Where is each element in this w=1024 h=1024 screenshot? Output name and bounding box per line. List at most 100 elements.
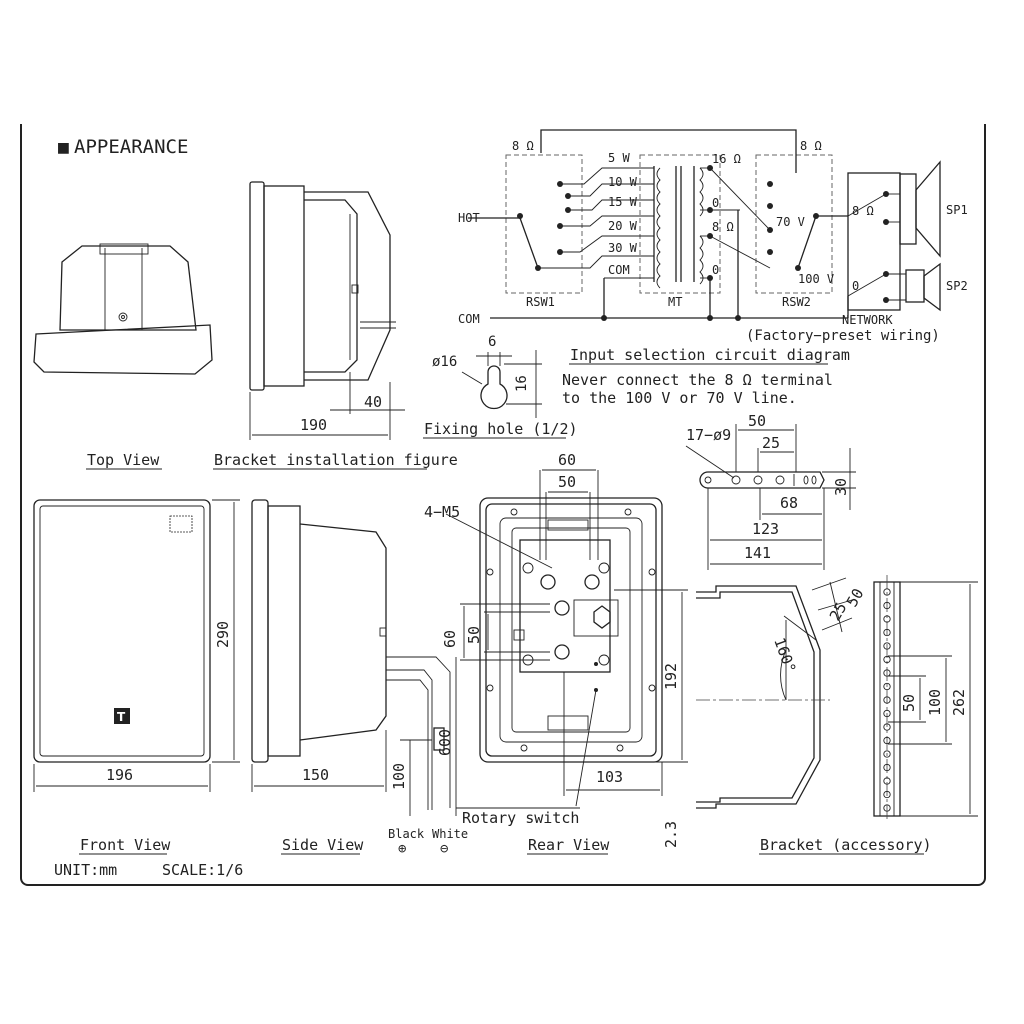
- label-com-tap: COM: [608, 263, 630, 277]
- side-view-drawing: [251, 499, 457, 816]
- strip-hole: [883, 804, 891, 812]
- strip-hole: [883, 669, 891, 677]
- label-rotary-switch: Rotary switch: [462, 809, 579, 827]
- strip-hole: [883, 736, 891, 745]
- wire-minus-icon: ⊖: [440, 841, 449, 857]
- warning-line-2: to the 100 V or 70 V line.: [562, 389, 797, 407]
- strip-hole: [883, 682, 891, 691]
- label-hot: HOT: [458, 211, 480, 225]
- dim-front-290: 290: [214, 621, 232, 648]
- dim-bar-68: 68: [780, 494, 798, 512]
- label-zero-1: 0: [712, 196, 719, 210]
- strip-hole: [883, 628, 891, 637]
- bracket-install-drawing: [249, 181, 405, 440]
- circuit-diagram: [468, 129, 941, 321]
- top-view-drawing: [33, 243, 213, 375]
- scale-label: SCALE:1/6: [162, 861, 243, 879]
- wire-white-label: White: [432, 827, 468, 841]
- bracket-strip-holes: [883, 588, 891, 812]
- strip-hole: [883, 642, 891, 650]
- front-view-drawing: T: [33, 499, 240, 792]
- label-10w: 10 W: [608, 175, 638, 189]
- label-8ohm-right: 8 Ω: [800, 139, 822, 153]
- side-view-caption: Side View: [282, 836, 364, 854]
- bracket-accessory-drawing: [696, 575, 978, 822]
- label-sp2: SP2: [946, 279, 968, 293]
- dim-bar-50: 50: [748, 412, 766, 430]
- label-100v: 100 V: [798, 272, 834, 286]
- strip-hole: [883, 696, 891, 704]
- label-rsw2: RSW2: [782, 295, 811, 309]
- title-marker: ■: [58, 137, 69, 158]
- dim-bar-123: 123: [752, 520, 779, 538]
- bracket-install-caption: Bracket installation figure: [214, 451, 458, 469]
- dim-front-196: 196: [106, 766, 133, 784]
- label-rsw1: RSW1: [526, 295, 555, 309]
- strip-hole: [883, 750, 891, 758]
- strip-hole: [883, 601, 891, 610]
- wire-black-label: Black: [388, 827, 425, 841]
- dim-side-150: 150: [302, 766, 329, 784]
- dim-rear-60-top: 60: [558, 451, 576, 469]
- dim-hole-dia: ø16: [432, 354, 457, 370]
- rear-view-drawing: [445, 469, 688, 809]
- dim-bracket-50b: 50: [900, 694, 918, 712]
- label-4m5: 4−M5: [424, 503, 460, 521]
- warning-line-1: Never connect the 8 Ω terminal: [562, 371, 833, 389]
- strip-hole: [883, 723, 891, 731]
- dim-rear-60-left: 60: [441, 630, 459, 648]
- strip-hole: [883, 615, 891, 623]
- label-zero-2: 0: [712, 263, 719, 277]
- bracket-caption: Bracket (accessory): [760, 836, 932, 854]
- dim-rear-50-top: 50: [558, 473, 576, 491]
- dim-cable-100: 100: [390, 763, 408, 790]
- dim-cable-600: 600: [436, 729, 454, 756]
- label-8ohm-left: 8 Ω: [512, 139, 534, 153]
- dim-rear-103: 103: [596, 768, 623, 786]
- fixing-hole-drawing: [461, 350, 542, 418]
- label-factory-preset: (Factory−preset wiring): [746, 328, 940, 344]
- wire-plus-icon: ⊕: [398, 841, 407, 857]
- dim-install-190: 190: [300, 416, 327, 434]
- label-17-holes: 17−ø9: [686, 426, 731, 444]
- label-zero-network: 0: [852, 279, 859, 293]
- label-70v: 70 V: [776, 215, 805, 229]
- label-16ohm: 16 Ω: [712, 152, 741, 166]
- strip-hole: [883, 709, 891, 718]
- bracket-bar-drawing: [685, 424, 856, 570]
- label-8ohm-network: 8 Ω: [852, 204, 874, 218]
- label-5w: 5 W: [608, 151, 630, 165]
- dim-install-40: 40: [364, 393, 382, 411]
- label-com: COM: [458, 312, 480, 326]
- label-8ohm-mid: 8 Ω: [712, 220, 734, 234]
- rear-view-caption: Rear View: [528, 836, 610, 854]
- unit-label: UNIT:mm: [54, 861, 117, 879]
- strip-hole: [883, 790, 891, 799]
- dim-hole-width: 6: [488, 334, 496, 350]
- svg-text:T: T: [117, 710, 126, 724]
- page-title: APPEARANCE: [74, 136, 188, 158]
- dim-bar-25: 25: [762, 434, 780, 452]
- dim-rear-50-left: 50: [465, 626, 483, 644]
- label-network: NETWORK: [842, 313, 893, 327]
- dim-rear-192: 192: [662, 663, 680, 690]
- strip-hole: [883, 655, 891, 664]
- dim-bar-30: 30: [832, 478, 850, 496]
- strip-hole: [883, 777, 891, 785]
- dim-bar-141: 141: [744, 544, 771, 562]
- label-30w: 30 W: [608, 241, 638, 255]
- strip-hole: [883, 588, 891, 596]
- top-view-caption: Top View: [87, 451, 160, 469]
- strip-hole: [883, 763, 891, 772]
- label-sp1: SP1: [946, 203, 968, 217]
- label-20w: 20 W: [608, 219, 638, 233]
- circuit-title: Input selection circuit diagram: [570, 346, 850, 364]
- dim-bracket-100: 100: [926, 689, 944, 716]
- label-mt: MT: [668, 295, 682, 309]
- drawing-frame: [20, 124, 986, 886]
- dim-hole-height: 16: [514, 375, 530, 392]
- dim-bracket-262: 262: [950, 689, 968, 716]
- dim-rear-2-3: 2.3: [662, 821, 680, 848]
- label-15w: 15 W: [608, 195, 638, 209]
